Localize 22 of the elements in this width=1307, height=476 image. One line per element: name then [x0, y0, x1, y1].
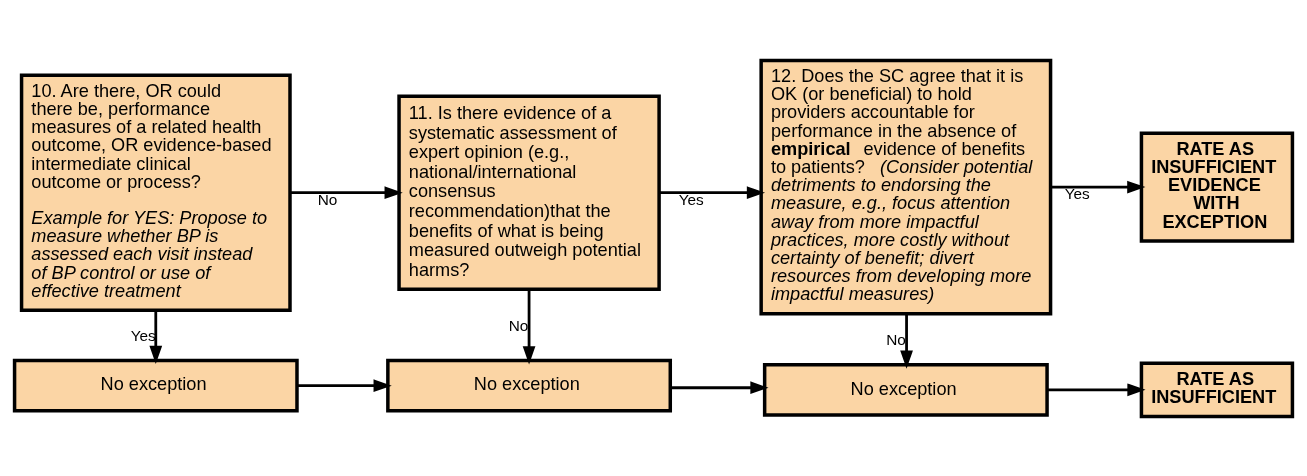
arrow: [659, 185, 766, 199]
edge-label: No: [886, 330, 906, 348]
edge-label: No: [317, 190, 338, 208]
node-box: RATE AS INSUFFICIENT EVIDENCE WITH EXCEPTION: [1139, 131, 1295, 243]
node-box: No exception: [12, 358, 299, 413]
arrow: [149, 310, 163, 364]
edge-label: Yes: [678, 190, 704, 208]
node-box: 11. Is there evidence of a systematic assessment of expert opinion (e.g., national/international consensus recommendation)that the benefits of what is being measured outweigh potential harms?: [397, 94, 661, 291]
arrow: [1050, 180, 1146, 193]
arrow: [900, 313, 913, 369]
arrow: [1047, 382, 1146, 396]
arrow: [522, 289, 536, 364]
node-box: 10. Are there, OR could there be, performance measures of a related health outcome, OR evidence-based intermediate clinical outcome or process? Example for YES: Propose to measure whether BP is assessed each visit instead of BP control or use of effective treatment: [19, 73, 292, 312]
node-box: No exception: [386, 358, 673, 413]
edge-label: No: [508, 316, 529, 334]
node-box: RATE AS INSUFFICIENT: [1139, 361, 1295, 418]
arrow: [297, 378, 392, 392]
arrow: [290, 185, 403, 199]
edge-label: Yes: [1064, 184, 1090, 202]
arrow: [670, 380, 769, 394]
node-box: 12. Does the SC agree that it is OK (or beneficial) to hold providers accountable for performance in the absence of empirical evidence of benefits to patients? (Consider potential detriments to endorsing the measure, e.g., focus attention away from more impactful practices, more costly without certainty of benefit; divert resources from developing more impactful measures): [759, 58, 1053, 315]
node-box: No exception: [762, 362, 1049, 417]
